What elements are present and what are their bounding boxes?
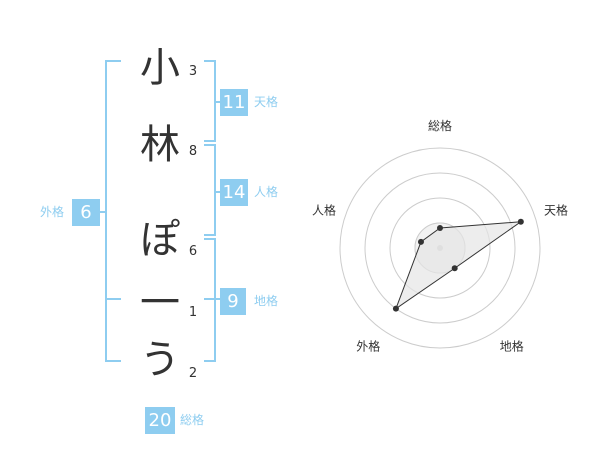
jinkaku-label: 人格 [254, 185, 279, 199]
radar-axis-label-1: 総格 [428, 118, 452, 133]
radar-ring [364, 172, 516, 324]
name-char-2: 林 [140, 122, 180, 168]
name-char-5: う [140, 337, 180, 383]
name-char-1: 小 [140, 45, 180, 91]
chikaku-split-line [204, 298, 220, 300]
stroke-count-2: 8 [188, 144, 198, 159]
gaikaku-split-line [105, 298, 121, 300]
tenkaku-connector [214, 101, 222, 103]
soukaku-label: 総格 [180, 413, 205, 427]
chikaku-label: 地格 [254, 294, 279, 308]
radar-axis-label-4: 外格 [356, 339, 380, 354]
stroke-count-1: 3 [188, 64, 198, 79]
radar-point-2 [517, 218, 524, 225]
stroke-count-5: 2 [188, 366, 198, 381]
jinkaku-badge: 14 [220, 179, 248, 206]
radar-axis-label-2: 天格 [544, 202, 568, 217]
radar-point-3 [451, 265, 458, 272]
jinkaku-connector [214, 191, 222, 193]
gaikaku-badge: 6 [72, 199, 100, 226]
tenkaku-label: 天格 [254, 95, 279, 109]
soukaku-badge: 20 [145, 407, 175, 434]
radar-point-1 [437, 225, 443, 231]
gaikaku-label: 外格 [40, 205, 65, 219]
tenkaku-badge: 11 [220, 89, 248, 116]
radar-ring [339, 147, 541, 349]
chikaku-bracket [204, 238, 216, 362]
radar-series-area [394, 221, 523, 310]
radar-axis-label-5: 人格 [312, 202, 336, 217]
radar-ring [389, 197, 491, 299]
name-char-4: 一 [140, 280, 180, 326]
radar-point-4 [392, 305, 399, 312]
gaikaku-connector [97, 211, 107, 213]
jinkaku-bracket [204, 144, 216, 236]
chikaku-badge: 9 [220, 288, 246, 315]
radar-point-5 [417, 238, 424, 245]
stroke-count-4: 1 [188, 305, 198, 320]
radar-axis-label-3: 地格 [500, 339, 524, 354]
name-char-3: ぽ [140, 217, 180, 263]
stroke-count-3: 6 [188, 244, 198, 259]
